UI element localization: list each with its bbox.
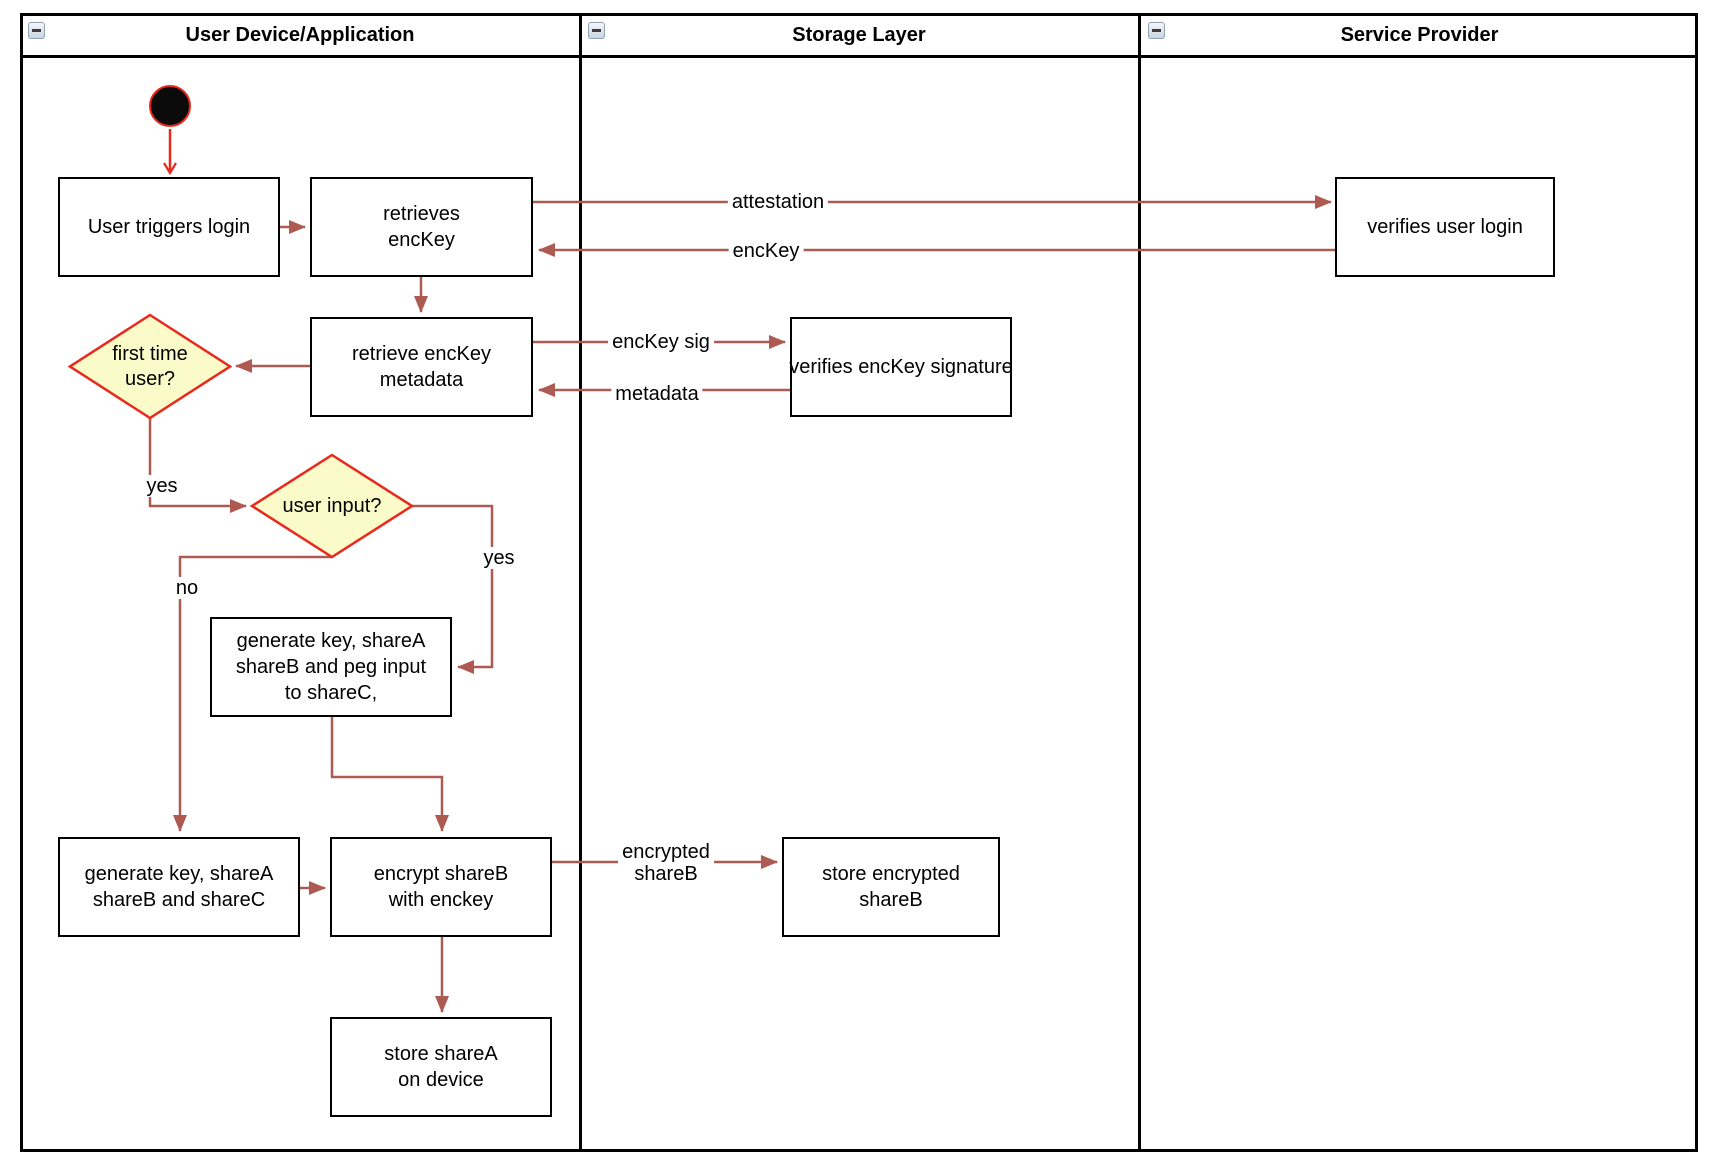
node-verifies-user-login[interactable]: verifies user login [1335, 177, 1555, 277]
edge-label-encrypted-shareb: encrypted shareB [618, 841, 714, 885]
node-label: User triggers login [87, 216, 251, 238]
lane-header-divider [20, 55, 1698, 58]
node-store-encrypted-shareb[interactable]: store encrypted shareB [782, 837, 1000, 937]
minus-icon [32, 29, 41, 32]
decision-label: first time user? [112, 342, 188, 390]
edge-label-enckey: encKey [728, 240, 804, 262]
node-retrieves-enckey[interactable]: retrieves encKey [310, 177, 533, 277]
edge-label-yes-first-time: yes [142, 475, 182, 497]
lane-divider-2 [1138, 13, 1141, 1152]
node-label: generate key, shareA shareB and peg inpu… [235, 630, 427, 704]
collapse-lane-icon[interactable] [28, 22, 45, 39]
decision-first-time-user[interactable]: first time user? [68, 313, 232, 420]
node-label: retrieves encKey [383, 203, 460, 251]
node-user-triggers-login[interactable]: User triggers login [58, 177, 280, 277]
lane-divider-1 [579, 13, 582, 1152]
node-label: verifies encKey signature [789, 356, 1013, 378]
lane-title-storage-layer: Storage Layer [792, 24, 926, 46]
lane-header-service-provider[interactable]: Service Provider [1141, 13, 1698, 58]
collapse-lane-icon[interactable] [1148, 22, 1165, 39]
lane-header-user-device[interactable]: User Device/Application [20, 13, 580, 58]
node-encrypt-shareb[interactable]: encrypt shareB with enckey [330, 837, 552, 937]
decision-label: user input? [282, 494, 382, 517]
diamond-shape [68, 313, 232, 420]
diamond-shape [250, 453, 414, 559]
start-node[interactable] [149, 85, 191, 127]
node-label: verifies user login [1367, 216, 1523, 238]
node-verifies-enckey-signature[interactable]: verifies encKey signature [789, 317, 1013, 417]
node-store-sharea[interactable]: store shareA on device [330, 1017, 552, 1117]
edge-label-yes-user-input: yes [479, 547, 519, 569]
node-label: generate key, shareA shareB and shareC [84, 863, 274, 911]
edge-label-attestation: attestation [727, 191, 829, 213]
edge-label-metadata: metadata [611, 383, 703, 405]
node-label: encrypt shareB with enckey [373, 863, 509, 911]
node-label: retrieve encKey metadata [352, 343, 491, 391]
node-label: store shareA on device [384, 1043, 498, 1091]
edge-label-no-user-input: no [171, 577, 203, 599]
minus-icon [1152, 29, 1161, 32]
minus-icon [592, 29, 601, 32]
lane-title-user-device: User Device/Application [185, 24, 415, 46]
lane-title-service-provider: Service Provider [1340, 24, 1499, 46]
node-label: store encrypted shareB [822, 863, 960, 911]
node-generate-key-abc[interactable]: generate key, shareA shareB and shareC [58, 837, 300, 937]
edge-label-enckey-sig: encKey sig [608, 331, 714, 353]
decision-user-input[interactable]: user input? [250, 453, 414, 559]
node-generate-key-peg-input[interactable]: generate key, shareA shareB and peg inpu… [210, 617, 452, 717]
collapse-lane-icon[interactable] [588, 22, 605, 39]
lane-header-storage-layer[interactable]: Storage Layer [580, 13, 1138, 58]
node-retrieve-enckey-metadata[interactable]: retrieve encKey metadata [310, 317, 533, 417]
